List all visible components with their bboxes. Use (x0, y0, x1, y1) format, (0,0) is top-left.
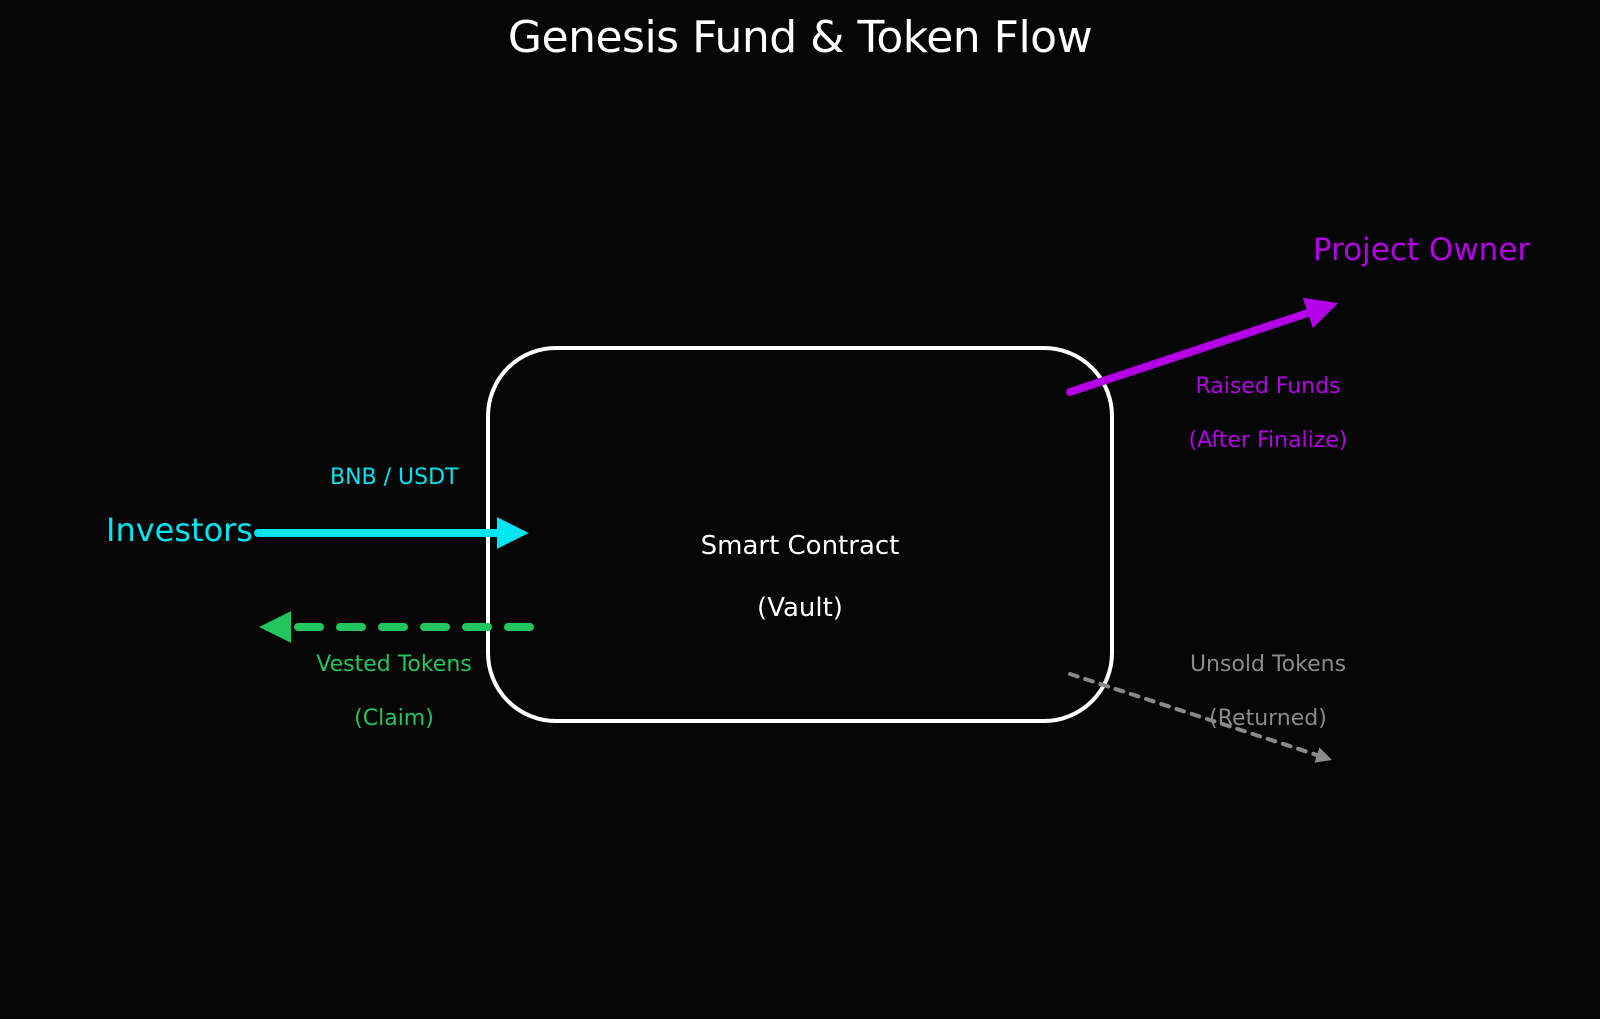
claim-label-line1: Vested Tokens (316, 652, 472, 677)
diagram-title: Genesis Fund & Token Flow (507, 12, 1093, 63)
claim-label: Vested Tokens (Claim) (294, 624, 494, 759)
vault-label-line2: (Vault) (757, 593, 843, 623)
project-owner-label: Project Owner (1313, 232, 1531, 268)
raised-funds-arrow (1066, 297, 1339, 396)
unsold-tokens-label-line2: (Returned) (1209, 706, 1327, 731)
raised-funds-label: Raised Funds (After Finalize) (1148, 346, 1388, 481)
unsold-tokens-arrow (1068, 672, 1333, 763)
raised-funds-label-line2: (After Finalize) (1188, 428, 1348, 453)
raised-funds-label-line1: Raised Funds (1195, 374, 1341, 399)
deposit-label: BNB / USDT (330, 465, 459, 490)
unsold-tokens-label: Unsold Tokens (Returned) (1148, 624, 1388, 759)
vault-label: Smart Contract (Vault) (650, 500, 950, 655)
unsold-tokens-label-line1: Unsold Tokens (1189, 652, 1347, 677)
investors-label: Investors (106, 511, 253, 549)
claim-label-line2: (Claim) (354, 706, 434, 731)
vault-label-line1: Smart Contract (700, 531, 900, 561)
